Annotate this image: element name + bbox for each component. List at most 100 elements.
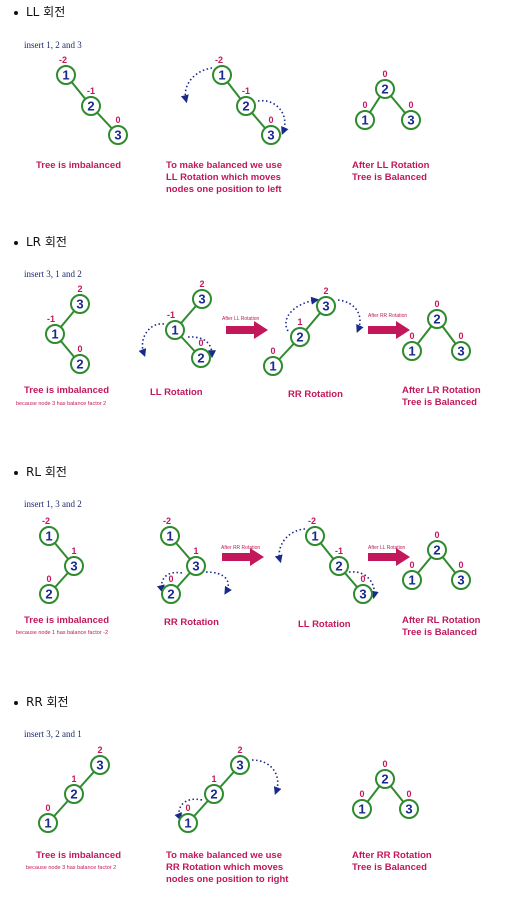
- caption-line: After LL Rotation: [352, 160, 430, 171]
- tree-node: [352, 799, 372, 819]
- tree-node: [160, 526, 180, 546]
- caption-line: After LR Rotation: [402, 385, 481, 396]
- node-value: 1: [358, 802, 365, 817]
- node-value: 1: [44, 816, 51, 831]
- tree-node: [353, 584, 373, 604]
- balance-factor: 0: [408, 100, 413, 110]
- balance-factor: 0: [458, 331, 463, 341]
- balance-factor: -2: [59, 55, 67, 65]
- tree-node: [212, 65, 232, 85]
- diagram-caption: Tree is imbalanced: [36, 850, 121, 862]
- section-heading: LR 회전: [14, 233, 67, 250]
- balance-factor: -1: [242, 86, 250, 96]
- balance-factor: 0: [434, 530, 439, 540]
- balance-factor: 1: [71, 774, 76, 784]
- tree-node: [38, 813, 58, 833]
- tree-node: [39, 526, 59, 546]
- node-value: 3: [198, 292, 205, 307]
- rotation-curve-arrow: [174, 798, 203, 821]
- tree-node: [399, 799, 419, 819]
- caption-line: Tree is imbalanced: [36, 160, 122, 171]
- rotation-curve-arrow: [138, 323, 165, 357]
- node-value: 3: [322, 299, 329, 314]
- caption-note: because node 1 has balance factor -2: [16, 630, 109, 636]
- caption-note: because node 3 has balance factor 2: [16, 401, 107, 407]
- node-value: 3: [70, 559, 77, 574]
- node-value: 2: [381, 82, 388, 97]
- bullet-icon: [14, 10, 18, 15]
- tree-node: [305, 526, 325, 546]
- section-heading: RL 회전: [14, 463, 67, 480]
- caption-line: LL Rotation which moves: [166, 172, 281, 183]
- caption-line: Tree is imbalanced: [36, 850, 122, 861]
- balance-factor: 2: [97, 745, 102, 755]
- caption-line: Tree is Balanced: [402, 397, 477, 408]
- node-value: 1: [171, 323, 178, 338]
- tree-node: [192, 289, 212, 309]
- tree-node: [191, 348, 211, 368]
- node-value: 2: [210, 787, 217, 802]
- tree-node: [236, 96, 256, 116]
- node-value: 2: [242, 99, 249, 114]
- tree-node: [375, 769, 395, 789]
- insert-sequence: insert 3, 1 and 2: [24, 269, 82, 279]
- balance-factor: 1: [193, 546, 198, 556]
- section-heading-text: RR 회전: [26, 695, 69, 709]
- tree-node: [451, 341, 471, 361]
- balance-factor: 0: [382, 69, 387, 79]
- node-value: 1: [218, 68, 225, 83]
- tree-node: [178, 813, 198, 833]
- caption-line: LL Rotation: [298, 619, 351, 630]
- section-heading-text: LL 회전: [26, 5, 66, 19]
- caption-line: After RR Rotation: [352, 850, 432, 861]
- tree-node: [451, 570, 471, 590]
- tree-node: [39, 584, 59, 604]
- node-value: 3: [114, 128, 121, 143]
- balance-factor: 0: [360, 574, 365, 584]
- balance-factor: 0: [268, 115, 273, 125]
- node-value: 1: [269, 359, 276, 374]
- arrow-label: After RR Rotation: [368, 313, 408, 319]
- balance-factor: -2: [215, 55, 223, 65]
- rotation-curve-arrow: [257, 99, 289, 135]
- node-value: 2: [167, 587, 174, 602]
- balance-factor: 0: [115, 115, 120, 125]
- node-value: 3: [96, 758, 103, 773]
- node-value: 1: [408, 573, 415, 588]
- diagram-caption: RR Rotation: [288, 389, 343, 401]
- tree-node: [70, 354, 90, 374]
- balance-factor: 0: [45, 803, 50, 813]
- node-value: 1: [51, 327, 58, 342]
- diagram-caption: LL Rotation: [298, 619, 351, 631]
- bullet-icon: [14, 240, 18, 245]
- node-value: 1: [62, 68, 69, 83]
- node-value: 2: [296, 330, 303, 345]
- node-value: 1: [361, 113, 368, 128]
- node-value: 2: [433, 543, 440, 558]
- balance-factor: 2: [77, 284, 82, 294]
- node-value: 2: [87, 99, 94, 114]
- tree-node: [161, 584, 181, 604]
- tree-node: [427, 309, 447, 329]
- node-value: 3: [267, 128, 274, 143]
- rotation-arrow-icon: [368, 321, 410, 339]
- insert-sequence: insert 3, 2 and 1: [24, 729, 82, 739]
- tree-node: [263, 356, 283, 376]
- balance-factor: 2: [237, 745, 242, 755]
- node-value: 3: [407, 113, 414, 128]
- caption-line: To make balanced we use: [166, 850, 282, 861]
- caption-note: because node 3 has balance factor 2: [26, 865, 117, 871]
- insert-sequence: insert 1, 2 and 3: [24, 40, 82, 50]
- node-value: 3: [192, 559, 199, 574]
- tree-node: [329, 556, 349, 576]
- rotation-curve-arrow: [205, 571, 232, 595]
- node-value: 3: [359, 587, 366, 602]
- tree-node: [64, 784, 84, 804]
- caption-line: RR Rotation: [164, 617, 219, 628]
- balance-factor: 1: [71, 546, 76, 556]
- insert-sequence: insert 1, 3 and 2: [24, 499, 82, 509]
- balance-factor: 2: [323, 286, 328, 296]
